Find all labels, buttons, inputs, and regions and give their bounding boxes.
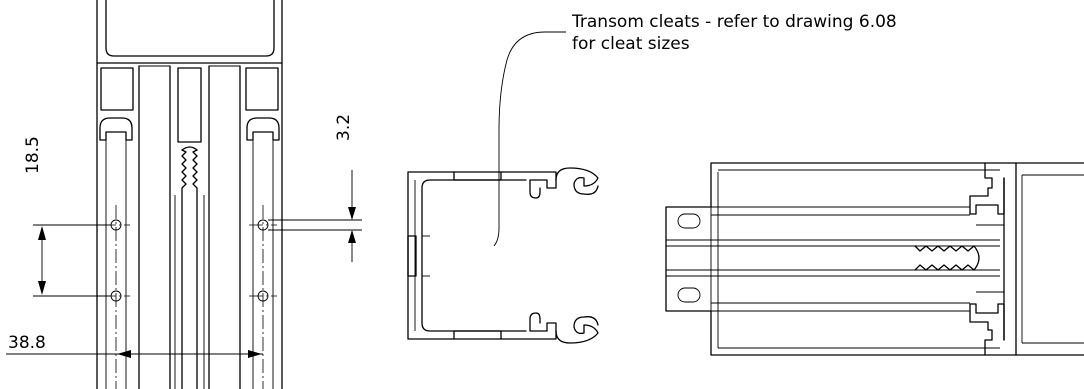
dimension-hole-pitch: 18.5	[23, 136, 110, 297]
annotation-line-1: Transom cleats - refer to drawing 6.08	[571, 12, 897, 32]
annotation-line-2: for cleat sizes	[572, 34, 690, 54]
dimension-label-hole-spacing: 38.8	[8, 333, 46, 353]
dimension-label-hole-offset: 3.2	[334, 114, 354, 141]
transom-side-view	[665, 162, 1084, 356]
mullion-elevation	[96, 0, 283, 389]
annotation-leader	[493, 31, 566, 247]
dimension-hole-spacing: 38.8	[6, 333, 263, 358]
dimension-label-hole-pitch: 18.5	[23, 136, 43, 174]
transom-cleat-section	[407, 167, 599, 344]
dimension-hole-offset: 3.2	[268, 114, 362, 262]
